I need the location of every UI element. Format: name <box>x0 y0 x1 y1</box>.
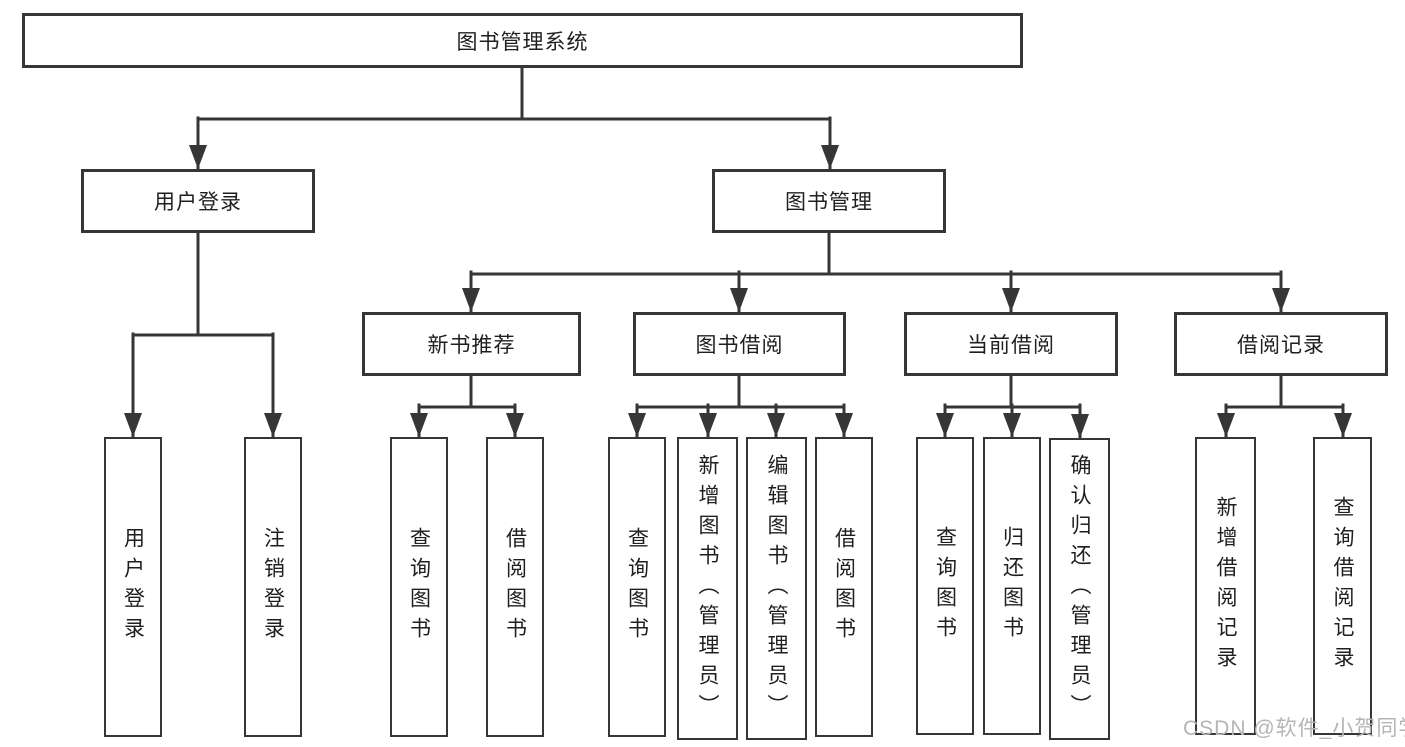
node-user-login: 用户登录 <box>81 169 315 233</box>
node-user-login-label: 用户登录 <box>154 191 242 214</box>
leaf-query-books-2-label: 查询图书 <box>625 527 649 647</box>
leaf-add-borrow-record: 新增借阅记录 <box>1195 437 1256 735</box>
leaf-query-borrow-record: 查询借阅记录 <box>1313 437 1372 735</box>
node-root-label: 图书管理系统 <box>456 30 589 54</box>
node-book-management: 图书管理 <box>712 169 946 233</box>
leaf-edit-books-admin: 编辑图书（管理员） <box>746 437 807 740</box>
leaf-return-books-label: 归还图书 <box>1000 526 1024 646</box>
node-book-management-label: 图书管理 <box>785 191 873 214</box>
node-current-borrow: 当前借阅 <box>904 312 1118 376</box>
node-root: 图书管理系统 <box>22 13 1023 68</box>
leaf-borrow-books-1: 借阅图书 <box>486 437 544 737</box>
leaf-borrow-books-1-label: 借阅图书 <box>503 527 527 647</box>
leaf-add-books-admin: 新增图书（管理员） <box>677 437 738 740</box>
node-borrow-records-label: 借阅记录 <box>1237 334 1325 357</box>
leaf-query-books-3: 查询图书 <box>916 437 974 735</box>
leaf-borrow-books-2: 借阅图书 <box>815 437 873 737</box>
leaf-query-books-2: 查询图书 <box>608 437 666 737</box>
node-book-borrow-label: 图书借阅 <box>695 334 784 357</box>
node-new-book-recommend: 新书推荐 <box>362 312 581 376</box>
leaf-query-books-1-label: 查询图书 <box>407 527 431 647</box>
leaf-query-books-1: 查询图书 <box>390 437 448 737</box>
leaf-confirm-return-admin: 确认归还（管理员） <box>1049 438 1110 740</box>
csdn-watermark: CSDN @软件_小贺同学 <box>1183 717 1405 740</box>
leaf-query-borrow-record-label: 查询借阅记录 <box>1331 496 1354 676</box>
node-borrow-records: 借阅记录 <box>1174 312 1388 376</box>
leaf-borrow-books-2-label: 借阅图书 <box>832 527 856 647</box>
leaf-logout: 注销登录 <box>244 437 302 737</box>
leaf-add-books-admin-label: 新增图书（管理员） <box>696 453 719 724</box>
leaf-user-login-label: 用户登录 <box>121 527 145 647</box>
leaf-query-books-3-label: 查询图书 <box>933 526 957 646</box>
leaf-add-borrow-record-label: 新增借阅记录 <box>1214 496 1237 676</box>
leaf-logout-label: 注销登录 <box>261 527 285 647</box>
leaf-confirm-return-admin-label: 确认归还（管理员） <box>1068 454 1091 724</box>
leaf-return-books: 归还图书 <box>983 437 1041 735</box>
node-current-borrow-label: 当前借阅 <box>967 334 1055 357</box>
leaf-edit-books-admin-label: 编辑图书（管理员） <box>765 453 788 724</box>
node-book-borrow: 图书借阅 <box>633 312 846 376</box>
leaf-user-login: 用户登录 <box>104 437 162 737</box>
node-new-book-recommend-label: 新书推荐 <box>427 334 516 357</box>
